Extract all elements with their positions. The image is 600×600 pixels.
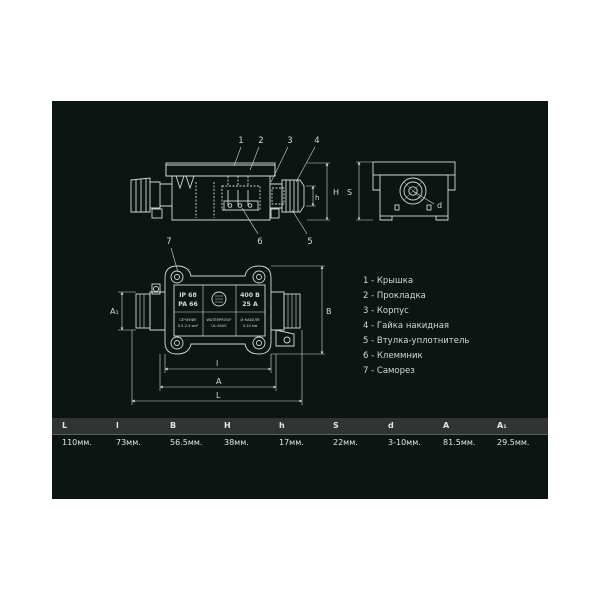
plate-ip: IP 68 bbox=[179, 292, 197, 299]
spec-value-A1: 29.5мм. bbox=[497, 438, 530, 447]
spec-value-H: 38мм. bbox=[224, 438, 249, 447]
dim-label-L: L bbox=[216, 391, 221, 400]
dim-label-A1: A₁ bbox=[110, 307, 119, 316]
spec-header-row: L l B H h S d A A₁ bbox=[52, 418, 548, 435]
legend-item-6: 6 - Клеммник bbox=[363, 351, 423, 361]
plan-view bbox=[118, 247, 325, 405]
dim-label-d: d bbox=[437, 201, 442, 210]
spec-value-B: 56.5мм. bbox=[170, 438, 203, 447]
spec-value-h: 17мм. bbox=[279, 438, 304, 447]
dim-label-h: h bbox=[315, 194, 319, 202]
spec-value-S: 22мм. bbox=[333, 438, 358, 447]
spec-header-A: A bbox=[443, 421, 450, 430]
spec-header-A1: A₁ bbox=[497, 421, 507, 430]
dim-label-A: A bbox=[216, 377, 222, 386]
plate-current: 25 А bbox=[242, 301, 258, 308]
spec-header-L: L bbox=[62, 421, 68, 430]
spec-header-B: B bbox=[170, 421, 177, 430]
spec-value-A: 81.5мм. bbox=[443, 438, 476, 447]
dim-label-l: l bbox=[216, 359, 218, 368]
spec-value-row: 110мм. 73мм. 56.5мм. 38мм. 17мм. 22мм. 3… bbox=[52, 435, 548, 451]
callout-1: 1 bbox=[238, 136, 243, 146]
spec-header-l: l bbox=[116, 421, 119, 430]
callout-2: 2 bbox=[258, 136, 263, 146]
spec-value-L: 110мм. bbox=[62, 438, 92, 447]
callout-6: 6 bbox=[257, 237, 262, 247]
callout-7: 7 bbox=[166, 237, 171, 247]
plate-waterproof: WATERPROOF bbox=[207, 318, 232, 322]
legend-item-7: 7 - Саморез bbox=[363, 366, 415, 376]
plate-pa: PA 66 bbox=[178, 301, 198, 308]
dim-label-B: B bbox=[326, 307, 332, 316]
callout-4: 4 bbox=[314, 136, 319, 146]
spec-header-h: h bbox=[279, 421, 285, 430]
spec-value-d: 3-10мм. bbox=[388, 438, 421, 447]
plate-diameter-value: 3-10 мм bbox=[243, 324, 258, 328]
dim-label-S: S bbox=[347, 188, 352, 197]
plate-diameter-title: Ø КАБЕЛЯ bbox=[241, 317, 260, 322]
end-view bbox=[356, 161, 456, 221]
plate-voltage: 400 В bbox=[240, 292, 260, 299]
spec-header-H: H bbox=[224, 421, 231, 430]
legend-item-3: 3 - Корпус bbox=[363, 306, 409, 316]
legend-item-1: 1 - Крышка bbox=[363, 276, 414, 286]
callout-3: 3 bbox=[287, 136, 292, 146]
spec-header-d: d bbox=[388, 421, 394, 430]
plate-section-value: 0.5-2.5 мм² bbox=[178, 324, 199, 328]
legend-item-4: 4 - Гайка накидная bbox=[363, 321, 450, 331]
spec-header-S: S bbox=[333, 421, 339, 430]
legend-item-2: 2 - Прокладка bbox=[363, 291, 426, 301]
side-view bbox=[130, 146, 330, 235]
dim-label-H: H bbox=[333, 188, 339, 197]
plate-section-title: СЕЧЕНИЕ bbox=[179, 318, 197, 322]
legend-item-5: 5 - Втулка-уплотнитель bbox=[363, 336, 470, 346]
plate-ul: UL-94V0 bbox=[211, 324, 227, 328]
spec-value-l: 73мм. bbox=[116, 438, 141, 447]
callout-5: 5 bbox=[307, 237, 312, 247]
